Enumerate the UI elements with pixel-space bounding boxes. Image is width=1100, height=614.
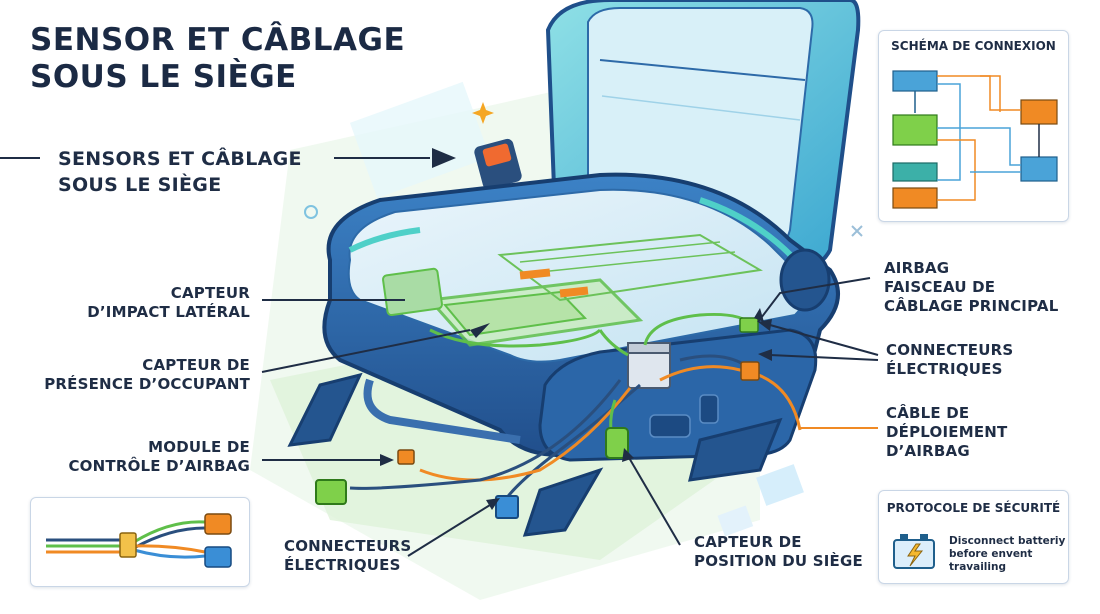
protocol-panel: PROTOCOLE DE SÉCURITÉ Disconnect batteri… — [878, 490, 1069, 584]
wire-inset-panel — [30, 497, 250, 587]
label-connectors-bottom: CONNECTEURS ÉLECTRIQUES — [284, 537, 412, 574]
label-occupant-presence-sensor: CAPTEUR DE PRÉSENCE D’OCCUPANT — [44, 356, 250, 393]
label-connectors-right: CONNECTEURS ÉLECTRIQUES — [886, 341, 1014, 378]
protocol-text: Disconnect batteriy before envent travai… — [949, 535, 1066, 573]
cross-decoration — [851, 225, 863, 237]
protocol-panel-title: PROTOCOLE DE SÉCURITÉ — [886, 501, 1061, 515]
section-subtitle: SENSORS ET CÂBLAGE SOUS LE SIÈGE — [58, 148, 302, 196]
orange-connector-right-icon — [740, 361, 760, 381]
circle-decoration — [304, 205, 318, 219]
blue-connector-icon — [495, 495, 519, 519]
label-airbag-deploy-cable: CÂBLE DE DÉPLOIEMENT D’AIRBAG — [886, 404, 1008, 460]
leader-lines — [0, 148, 879, 557]
page-title: SENSOR ET CÂBLAGE SOUS LE SIÈGE — [30, 22, 406, 95]
label-airbag-main-harness: AIRBAG FAISCEAU DE CÂBLAGE PRINCIPAL — [884, 259, 1059, 315]
airbag-control-module — [627, 342, 671, 389]
label-seat-position-sensor: CAPTEUR DE POSITION DU SIÈGE — [694, 533, 863, 570]
wire-inset-drawing — [46, 513, 232, 568]
schema-panel-title: SCHÉMA DE CONNEXION — [891, 39, 1056, 53]
label-side-impact-sensor: CAPTEUR D’IMPACT LATÉRAL — [87, 284, 250, 321]
seatbelt-buckle — [474, 138, 522, 190]
label-airbag-control-module: MODULE DE CONTRÔLE D’AIRBAG — [68, 438, 250, 475]
green-connector-right-icon — [739, 317, 759, 333]
schema-drawing — [892, 70, 1058, 209]
seat-position-sensor-icon — [605, 427, 629, 459]
sparkle-icon — [472, 102, 494, 124]
seat-rails — [287, 372, 783, 537]
orange-connector-icon — [397, 449, 415, 465]
battery-icon — [893, 534, 935, 569]
wiring-harness — [349, 313, 802, 501]
green-connector-icon — [315, 479, 347, 505]
schema-panel: SCHÉMA DE CONNEXION — [878, 30, 1069, 222]
